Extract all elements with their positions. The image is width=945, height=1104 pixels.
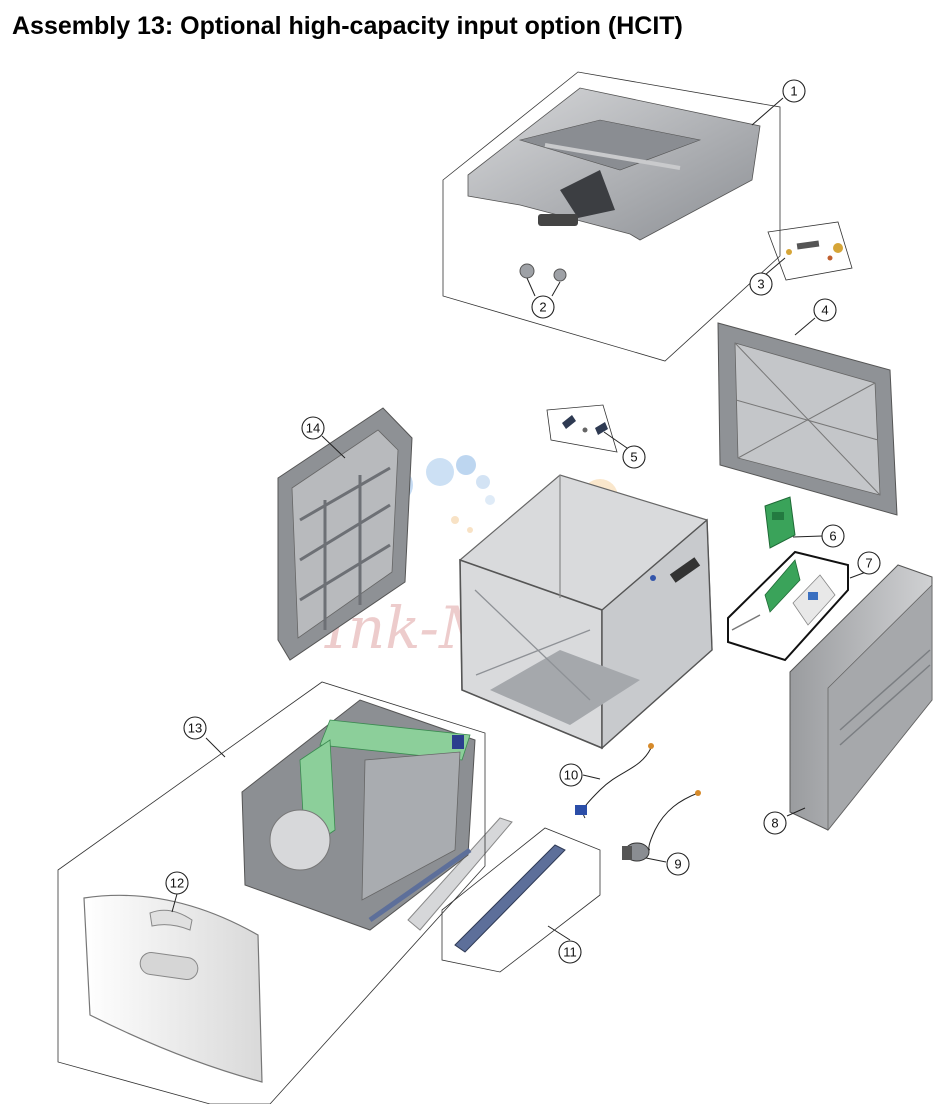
callout-12: 12	[165, 871, 189, 895]
svg-text:12: 12	[170, 876, 184, 891]
part-14-left-side-frame	[277, 407, 413, 661]
callout-10: 10	[559, 763, 583, 787]
svg-text:8: 8	[771, 816, 778, 831]
callout-1: 1	[782, 79, 806, 103]
part-8-right-cover	[789, 564, 933, 832]
callout-8: 8	[763, 811, 787, 835]
main-base-frame	[459, 474, 713, 750]
svg-text:7: 7	[865, 556, 872, 571]
part-10-cable	[575, 743, 654, 819]
part-7-board-kit	[727, 550, 849, 662]
page-title: Assembly 13: Optional high-capacity inpu…	[12, 12, 683, 40]
part-3-roller-kit	[767, 221, 853, 281]
part-5-hardware-kit	[546, 404, 618, 453]
callout-5: 5	[622, 445, 646, 469]
callout-13: 13	[183, 716, 207, 740]
part-4-rear-cover	[717, 322, 898, 516]
part-9-motor-cable	[622, 790, 701, 862]
part-6-controller-board	[764, 496, 796, 549]
svg-text:4: 4	[821, 303, 828, 318]
callout-4: 4	[813, 298, 837, 322]
svg-text:9: 9	[674, 857, 681, 872]
part-11-slide-rails	[407, 817, 601, 973]
callout-11: 11	[558, 940, 582, 964]
svg-text:10: 10	[564, 768, 578, 783]
svg-text:5: 5	[630, 450, 637, 465]
leader-lines	[171, 97, 867, 941]
callout-3: 3	[749, 272, 773, 296]
callout-9: 9	[666, 852, 690, 876]
part-12-front-door	[83, 894, 263, 1083]
callout-14: 14	[301, 416, 325, 440]
svg-text:1: 1	[790, 84, 797, 99]
svg-text:2: 2	[539, 300, 546, 315]
callout-6: 6	[821, 524, 845, 548]
callout-2: 2	[531, 295, 555, 319]
svg-text:11: 11	[563, 945, 577, 960]
part-1-top-cover-frame	[442, 71, 781, 362]
callout-7: 7	[857, 551, 881, 575]
svg-text:6: 6	[829, 529, 836, 544]
part-13-tray-assembly	[57, 681, 486, 1104]
svg-text:14: 14	[306, 421, 320, 436]
svg-text:3: 3	[757, 277, 764, 292]
svg-text:13: 13	[188, 721, 202, 736]
